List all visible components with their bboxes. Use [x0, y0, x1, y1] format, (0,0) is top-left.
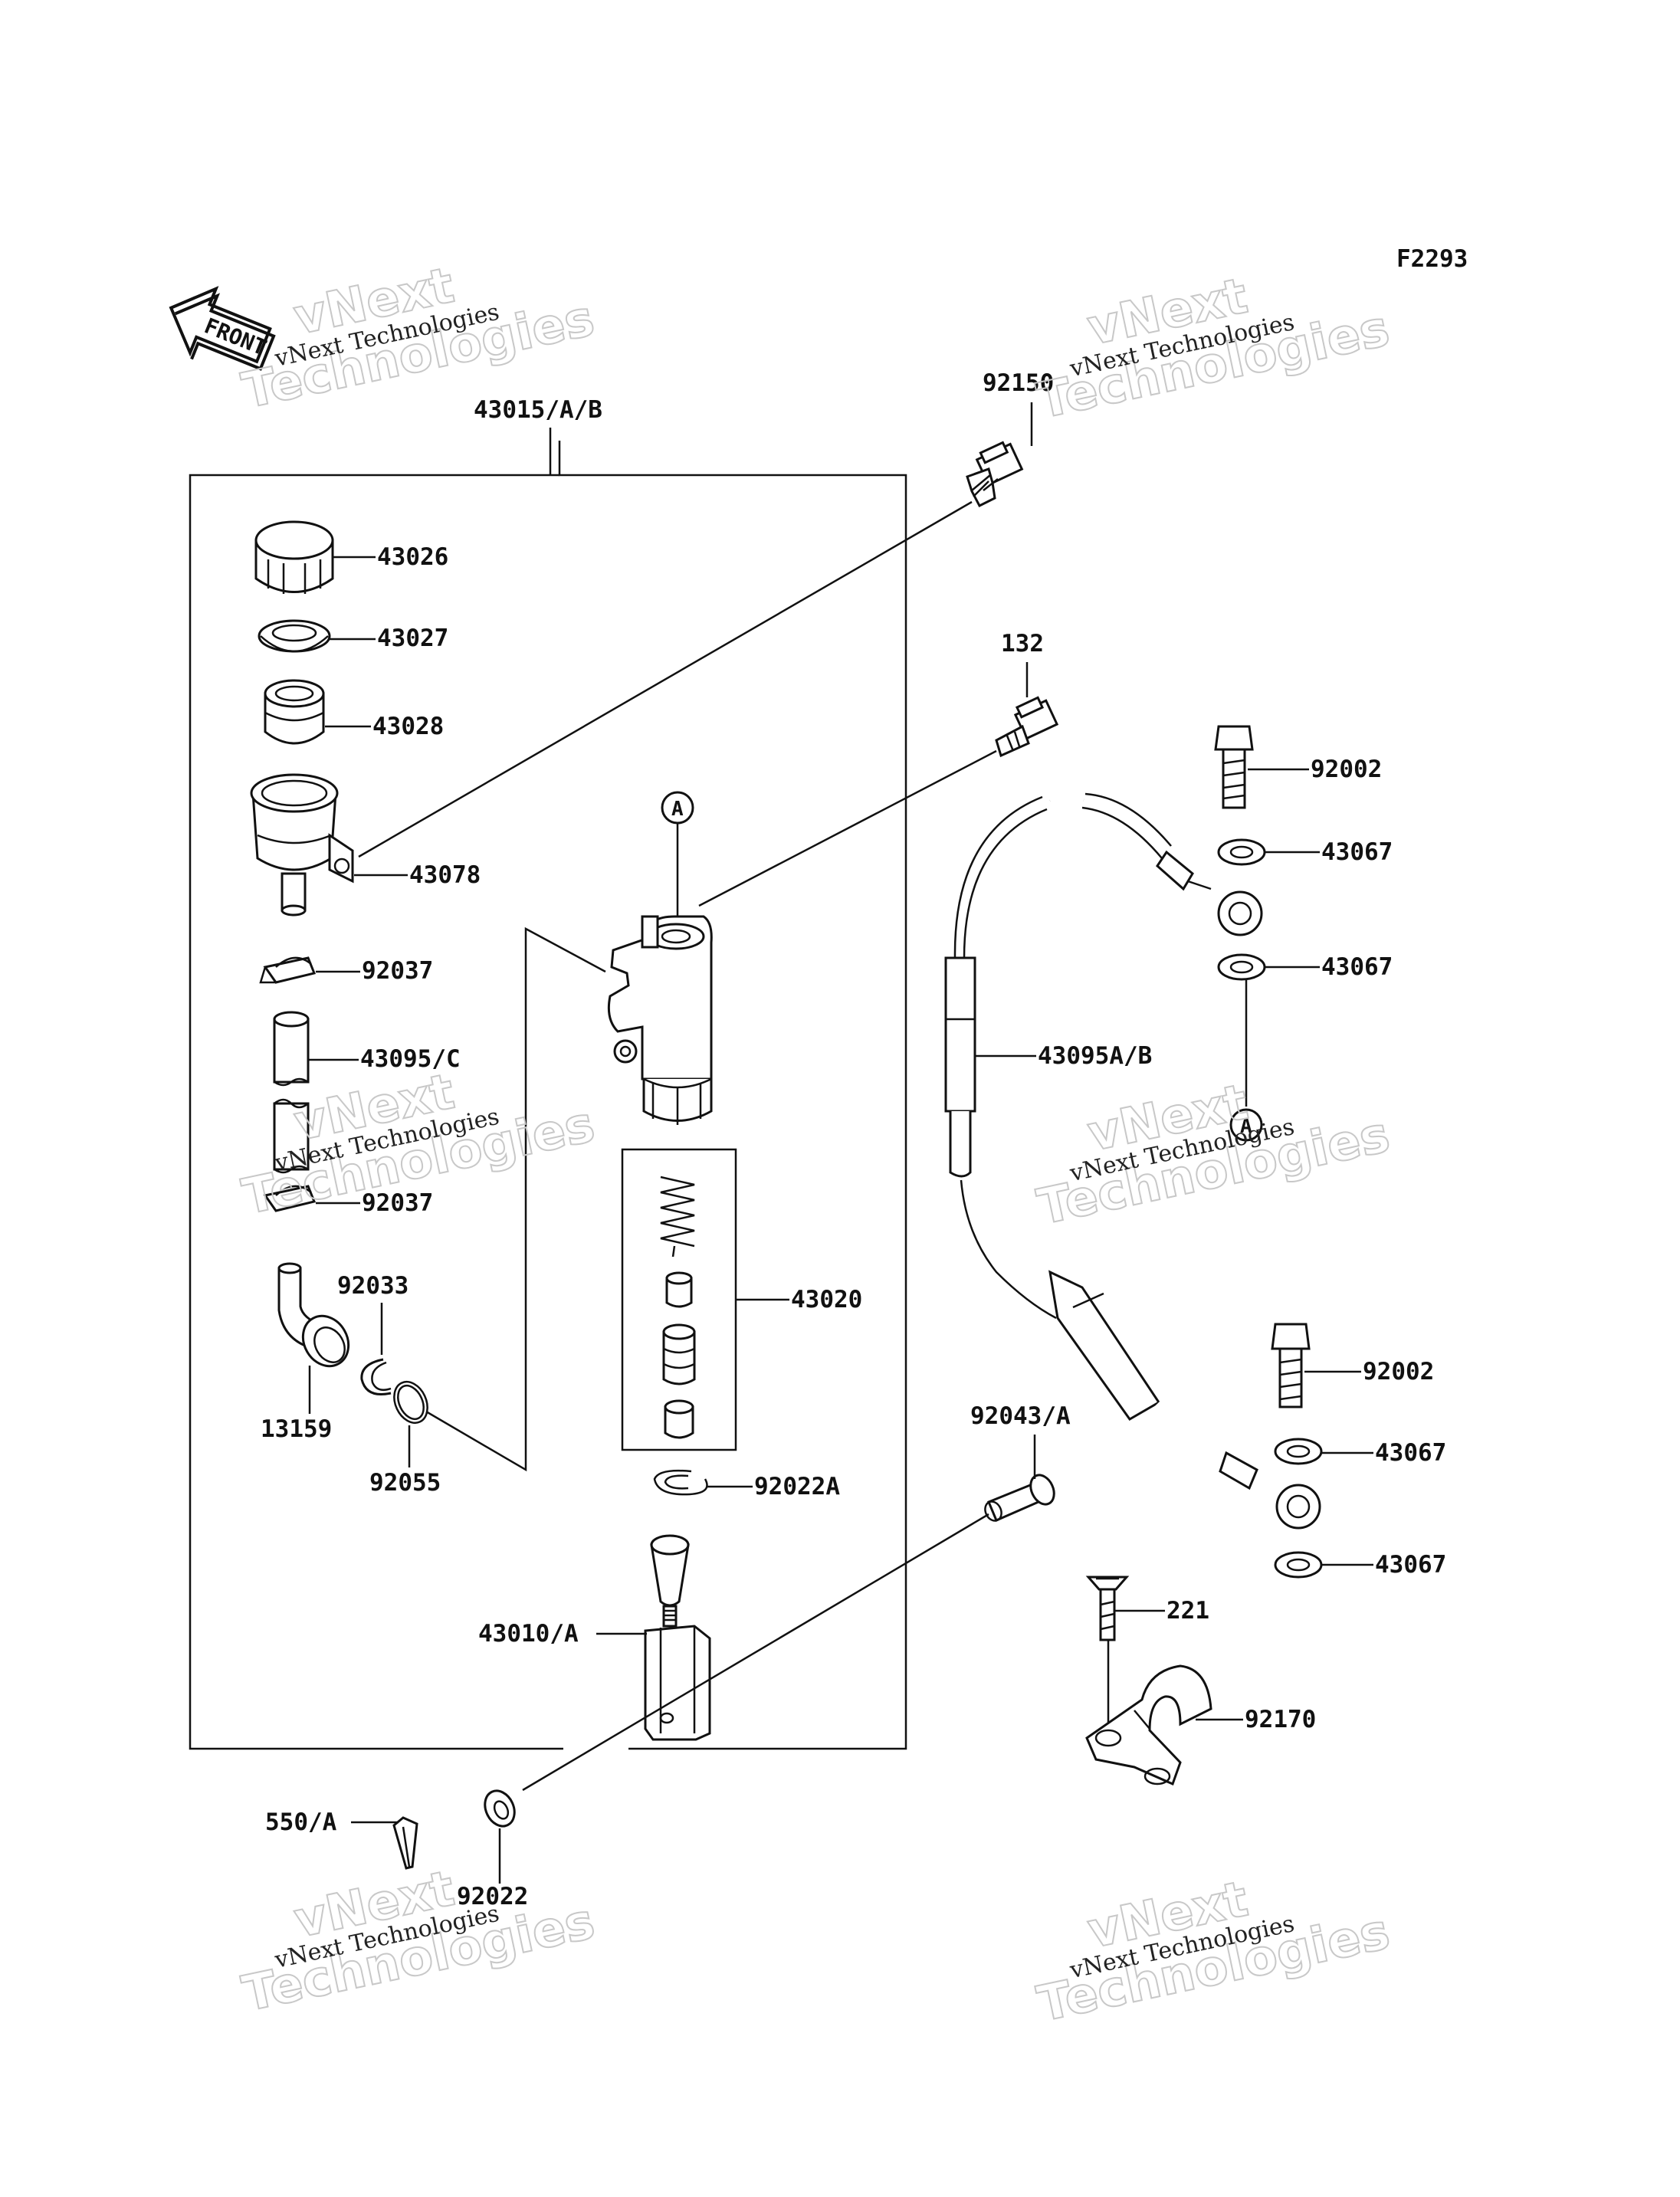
elbow-fitting-13159-icon: [277, 1262, 350, 1368]
washer-43067-b-icon: [1217, 953, 1266, 981]
label-43010a: 43010/A: [478, 1620, 579, 1648]
cotter-pin-550a-icon: [392, 1816, 418, 1870]
master-cylinder-body-icon: [607, 915, 713, 1125]
hose-clamp-bracket-92170-icon: [1085, 1664, 1212, 1786]
spring-seat-icon: [665, 1271, 693, 1308]
figure-code: F2293: [1396, 245, 1468, 273]
label-43026: 43026: [377, 543, 448, 571]
washer-43067-c-icon: [1274, 1438, 1323, 1465]
label-43020: 43020: [791, 1286, 862, 1313]
clamp-92037-b-icon: [263, 1185, 317, 1212]
callout-a-right: A: [1229, 1108, 1263, 1142]
pin-92043a-icon: [984, 1474, 1055, 1522]
label-43095ab: 43095A/B: [1038, 1042, 1152, 1070]
diaphragm-43028-icon: [264, 679, 325, 745]
label-43067-a: 43067: [1321, 838, 1393, 866]
reservoir-43078-icon: [250, 773, 354, 917]
bolt-92150-icon: [966, 441, 1024, 507]
label-43067-b: 43067: [1321, 953, 1393, 981]
svg-text:A: A: [671, 798, 684, 821]
circlip-92033-icon: [360, 1358, 392, 1395]
label-92150: 92150: [983, 369, 1054, 397]
hose-43095c-icon: [273, 1011, 310, 1087]
label-92037-b: 92037: [362, 1189, 433, 1217]
cup-seal-icon: [664, 1399, 694, 1439]
piston-icon: [662, 1323, 696, 1385]
label-92002-b: 92002: [1363, 1358, 1434, 1385]
label-43095c: 43095/C: [360, 1045, 461, 1073]
bolt-132-icon: [995, 696, 1059, 758]
reservoir-cap-43026-icon: [254, 520, 334, 594]
watermark-1: vNext Technologies vNext Technologies: [237, 257, 600, 421]
diaphragm-plate-43027-icon: [258, 619, 331, 653]
hose-segment-icon: [273, 1098, 310, 1174]
washer-43067-a-icon: [1217, 838, 1266, 866]
label-92043a: 92043/A: [970, 1402, 1071, 1430]
washer-92022-icon: [484, 1789, 516, 1828]
watermark-4: vNext Technologies vNext Technologies: [1032, 1073, 1396, 1237]
screw-221-icon: [1085, 1576, 1130, 1641]
watermark-2: vNext Technologies vNext Technologies: [1032, 267, 1395, 431]
banjo-bolt-92002-a-icon: [1214, 725, 1254, 809]
o-ring-92055-icon: [393, 1381, 428, 1424]
label-43067-d: 43067: [1375, 1551, 1446, 1579]
label-43078: 43078: [409, 861, 481, 889]
brake-hose-43095ab-icon: [944, 792, 1321, 1530]
callout-a-cylinder: A: [661, 791, 694, 825]
push-rod-43010a-icon: [644, 1534, 711, 1741]
label-92022a: 92022A: [754, 1473, 840, 1500]
label-92170: 92170: [1245, 1706, 1316, 1733]
label-43027: 43027: [377, 625, 448, 652]
label-92037-a: 92037: [362, 957, 433, 985]
piston-kit-43020-box: [621, 1148, 737, 1451]
label-550a: 550/A: [265, 1808, 337, 1836]
label-92055: 92055: [369, 1469, 441, 1497]
assembly-frame: [189, 441, 907, 1750]
banjo-bolt-92002-b-icon: [1271, 1323, 1311, 1408]
clamp-92037-icon: [259, 956, 317, 984]
svg-text:A: A: [1240, 1115, 1252, 1138]
spring-icon: [660, 1176, 695, 1258]
label-43015: 43015/A/B: [474, 396, 602, 424]
label-43028: 43028: [372, 713, 444, 740]
label-43067-c: 43067: [1375, 1439, 1446, 1467]
label-92002-a: 92002: [1311, 756, 1382, 783]
label-92033: 92033: [337, 1272, 409, 1300]
label-221: 221: [1166, 1597, 1209, 1625]
label-92022: 92022: [457, 1883, 528, 1910]
label-13159: 13159: [261, 1415, 332, 1443]
circlip-92022a-icon: [653, 1469, 708, 1496]
label-132: 132: [1001, 630, 1044, 657]
washer-43067-d-icon: [1274, 1551, 1323, 1579]
watermark-6: vNext Technologies vNext Technologies: [1032, 1870, 1396, 2034]
